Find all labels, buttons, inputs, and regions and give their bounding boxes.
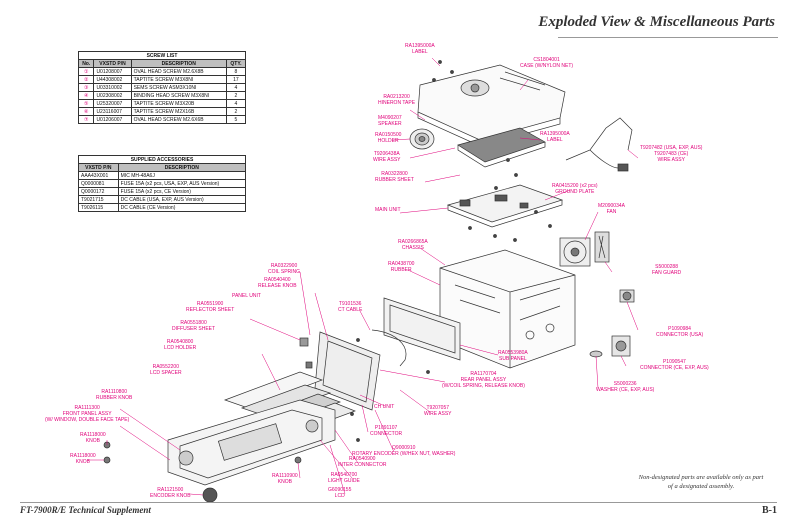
footer-title: FT-7900R/E Technical Supplement (20, 505, 151, 515)
screw-qty: 5 (225, 115, 247, 124)
fan-part (559, 231, 610, 267)
ct-cable-part (371, 329, 407, 367)
speaker-part (409, 128, 435, 150)
accessories-table: SUPPLIED ACCESSORIES VXSTD P/N DESCRIPTI… (78, 155, 247, 212)
screw-pn: U01206007 (93, 115, 132, 124)
screws (350, 60, 552, 442)
case-part (417, 64, 566, 147)
wire-plug-part (617, 163, 629, 172)
label-ground-plate: RA0415200 (x2 pcs)GROUND PLATE (552, 183, 598, 195)
label-main-unit: MAIN UNIT (375, 207, 401, 213)
screw-no: ⑦ (77, 115, 95, 124)
leader-lines (88, 57, 639, 496)
connectors-part (589, 289, 635, 358)
encoder-knob-part (202, 487, 218, 503)
sub-panel-part (383, 297, 461, 361)
label-panel-unit: PANEL UNIT (232, 293, 261, 299)
footer-rule (20, 502, 777, 503)
header-rule (558, 37, 778, 38)
main-unit-board (446, 184, 564, 228)
availability-note: Non-designated parts are available only … (638, 474, 764, 490)
label-ch-unit: CH UNIT (374, 404, 395, 410)
accessory-desc: DC CABLE (CE Version) (117, 203, 247, 212)
front-panel-part (167, 399, 336, 486)
screw-list-table: SCREW LIST No. VXSTD P/N DESCRIPTION QTY… (77, 51, 247, 124)
wire-assy-part (565, 117, 633, 161)
rear-panel-part (314, 331, 381, 411)
page-number: B-1 (762, 505, 777, 516)
label-wire-assy-dc: T9207482 (USA, EXP, AUS)T9207483 (CE)WIR… (640, 145, 703, 163)
chassis-part (439, 249, 576, 369)
page-title: Exploded View & Miscellaneous Parts (538, 14, 775, 30)
